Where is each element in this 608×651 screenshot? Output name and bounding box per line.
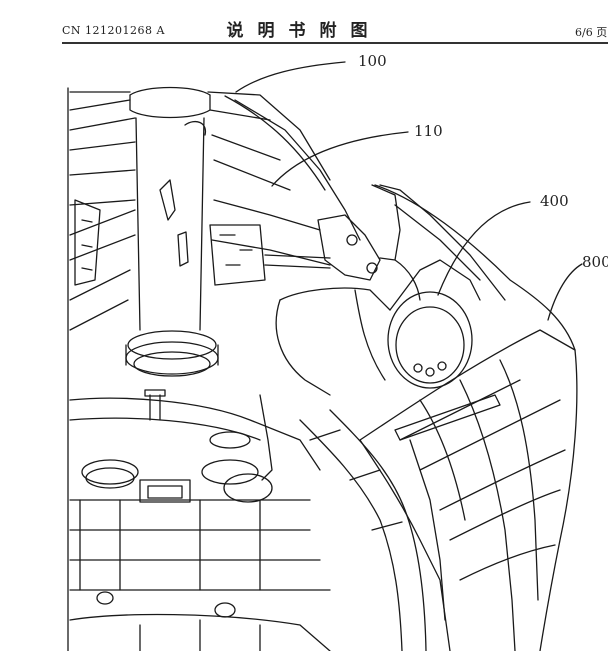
engine-block (69, 397, 331, 651)
bolt-fastener (144, 389, 273, 481)
header-rule (62, 42, 608, 44)
leader-line-800 (547, 263, 583, 321)
publication-number: CN 121201268 A (62, 24, 165, 37)
front-fairing (359, 184, 578, 651)
reference-numeral-400: 400 (540, 192, 569, 210)
reference-numeral-110: 110 (414, 122, 443, 140)
leader-line-100 (235, 61, 346, 93)
leader-line-110 (271, 131, 409, 187)
reference-numeral-100: 100 (358, 52, 387, 70)
page-header: CN 121201268 A 说明书附图 6/6 页 (0, 0, 608, 44)
curved-pipe (299, 409, 427, 651)
headlight-assembly (275, 259, 481, 396)
document-title: 说明书附图 (226, 21, 382, 41)
leader-line-400 (437, 201, 531, 296)
mounting-bracket (209, 184, 401, 286)
frame-structure (69, 91, 361, 331)
page-number: 6/6 页 (575, 26, 608, 39)
steering-head-tube (125, 86, 219, 377)
reference-numeral-800: 800 (582, 253, 608, 271)
